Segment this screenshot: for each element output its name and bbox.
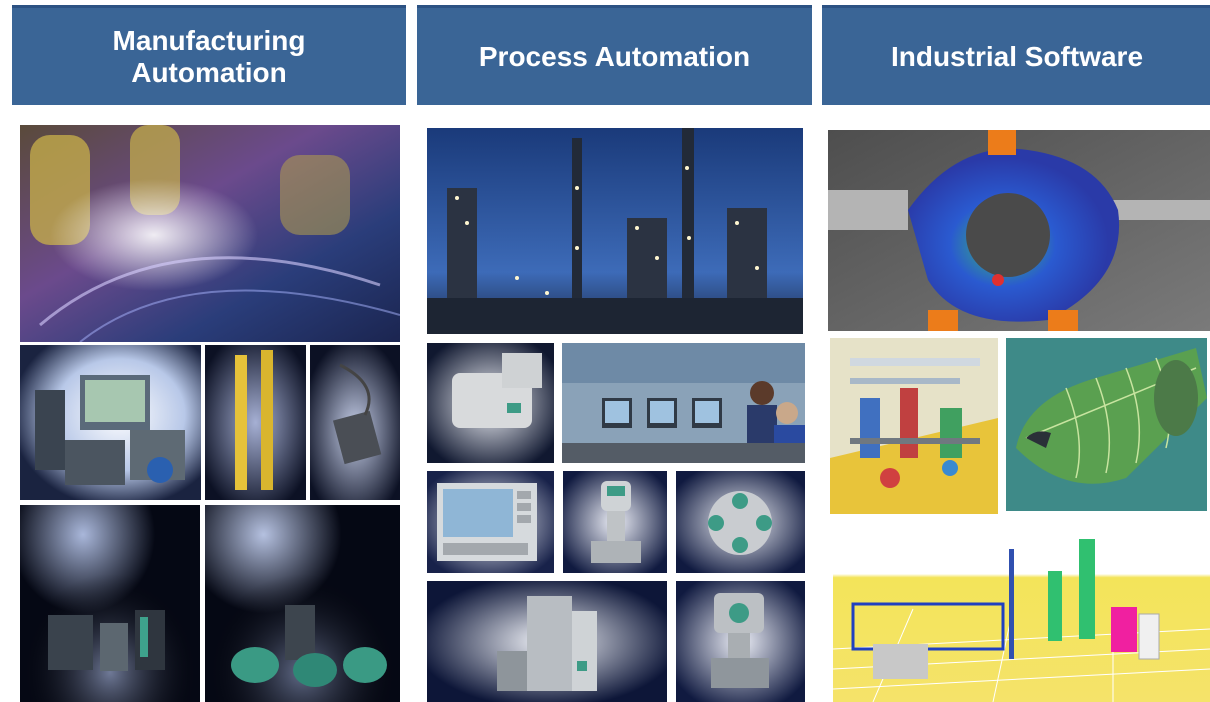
- operator-panel-photo: [427, 471, 554, 573]
- robot-assembly-line-photo: [20, 125, 400, 342]
- plant-3d-model-render: [830, 338, 998, 514]
- header-title-line1: Manufacturing: [112, 24, 306, 56]
- cae-simulation-render: [828, 130, 1210, 331]
- automation-controllers-photo: [20, 345, 201, 500]
- header-title: Industrial Software: [890, 40, 1144, 72]
- valve-photo: [676, 471, 805, 573]
- flowmeter-photo: [563, 471, 667, 573]
- pressure-transmitter-photo: [676, 581, 805, 702]
- analyzer-cabinet-photo: [427, 581, 667, 702]
- drive-cabinet-photo: [20, 505, 200, 702]
- motor-photo: [427, 343, 554, 463]
- aircraft-fuselage-render: [1006, 338, 1207, 511]
- header-title-line2: Automation: [131, 56, 287, 88]
- header-manufacturing-automation: Manufacturing Automation: [12, 5, 406, 105]
- header-industrial-software: Industrial Software: [822, 5, 1210, 105]
- plant-wireframe-render: [833, 519, 1210, 702]
- refinery-night-photo: [427, 128, 803, 334]
- motors-photo: [205, 505, 400, 702]
- control-room-photo: [562, 343, 805, 463]
- header-process-automation: Process Automation: [417, 5, 812, 105]
- header-title: Process Automation: [478, 40, 751, 72]
- sensor-photo: [310, 345, 400, 500]
- light-curtain-photo: [205, 345, 306, 500]
